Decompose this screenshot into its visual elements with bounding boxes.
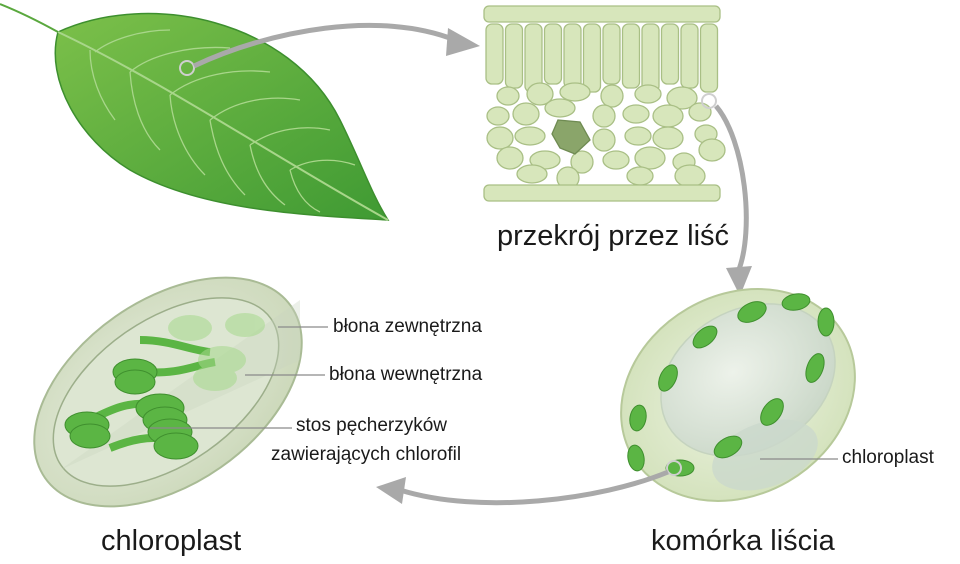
spongy-cell — [570, 150, 594, 174]
leaf-illustration — [0, 3, 390, 221]
spongy-cell — [496, 86, 520, 106]
arrow-section-to-cell — [714, 104, 749, 273]
spongy-cell — [559, 82, 591, 102]
spongy-cell — [626, 166, 654, 186]
palisade-cell — [660, 23, 680, 85]
palisade-cell — [524, 23, 543, 93]
spongy-cell — [602, 150, 630, 170]
label-outer-membrane: błona zewnętrzna — [333, 316, 482, 337]
spongy-cell — [698, 138, 726, 162]
spongy-cell — [688, 102, 712, 122]
spongy-cell — [652, 104, 684, 128]
leaf-cell-illustration — [620, 288, 856, 502]
spongy-cell — [666, 86, 698, 110]
label-inner-membrane: błona wewnętrzna — [329, 364, 483, 385]
arrow-leaf-to-section — [192, 22, 456, 69]
leaf-cross-section — [483, 5, 726, 202]
spongy-cell — [674, 164, 706, 188]
label-leaf-cell: komórka liścia — [651, 525, 835, 557]
label-thylakoid-stack-line1: stos pęcherzyków — [296, 415, 448, 436]
arrow-cell-to-chloroplast — [399, 469, 669, 506]
spongy-cell — [516, 164, 548, 184]
spongy-cell — [624, 126, 652, 146]
spongy-cell — [592, 104, 616, 128]
label-cell-chloroplast: chloroplast — [842, 447, 934, 468]
spongy-cell — [634, 84, 662, 104]
spongy-cell — [526, 82, 554, 106]
palisade-cell — [543, 23, 563, 85]
palisade-cell — [699, 23, 719, 93]
palisade-cell — [680, 23, 699, 89]
label-thylakoid-stack-line2: zawierających chlorofil — [271, 444, 462, 465]
chloroplast-illustration — [33, 276, 303, 508]
palisade-cell — [602, 23, 621, 85]
spongy-cell — [486, 106, 510, 126]
palisade-cell — [641, 23, 660, 93]
spongy-cell — [622, 104, 650, 124]
arrow-head — [376, 477, 406, 504]
spongy-cell — [486, 126, 514, 150]
palisade-cell — [485, 23, 504, 85]
palisade-cell — [504, 23, 524, 89]
palisade-cell — [582, 23, 602, 93]
spongy-cell — [512, 102, 540, 126]
label-chloroplast-main: chloroplast — [101, 525, 242, 557]
spongy-cell — [514, 126, 546, 146]
spongy-cell — [496, 146, 524, 170]
spongy-cell — [544, 98, 576, 118]
spongy-cell — [634, 146, 666, 170]
arrow-head — [446, 28, 480, 56]
palisade-cell — [563, 23, 582, 89]
palisade-cell — [621, 23, 641, 89]
spongy-cell — [592, 128, 616, 152]
arrow-head — [726, 266, 752, 296]
spongy-cell — [600, 84, 624, 108]
spongy-cell — [652, 126, 684, 150]
label-leaf-cross-section: przekrój przez liść — [497, 220, 730, 252]
